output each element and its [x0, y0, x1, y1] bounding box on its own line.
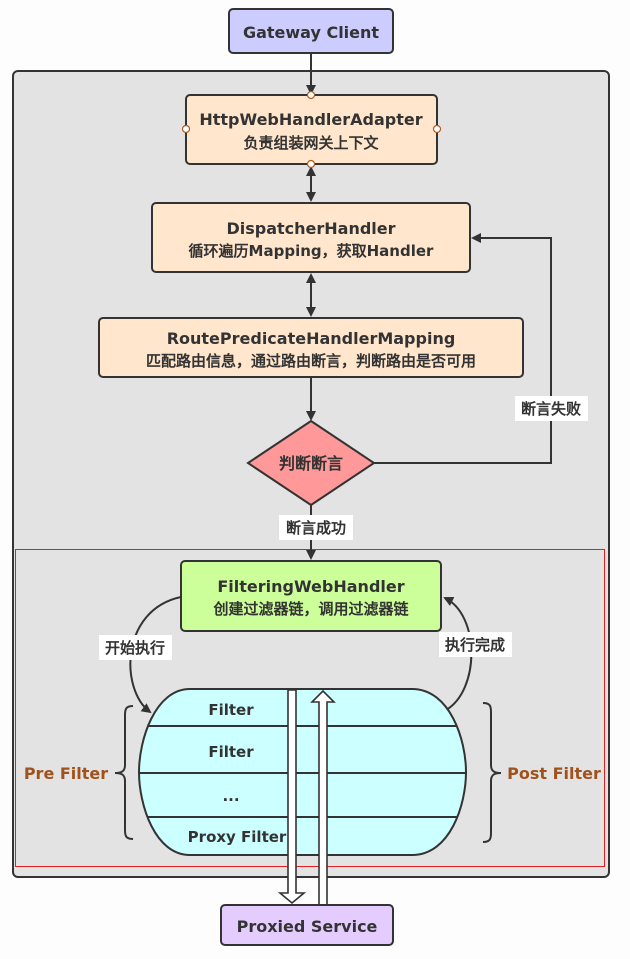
route-mapping-title: RoutePredicateHandlerMapping: [167, 329, 456, 348]
connection-point-left: [181, 124, 191, 134]
route-mapping-subtitle: 匹配路由信息，通过路由断言，判断路由是否可用: [146, 352, 476, 370]
gateway-client-label: Gateway Client: [243, 23, 379, 42]
filter-chain: Filter Filter ... Proxy Filter: [137, 688, 468, 856]
response-flow-arrow: [310, 689, 336, 906]
post-filter-label: Post Filter: [507, 764, 601, 783]
decision-label: 判断断言: [279, 454, 343, 473]
proxied-service-label: Proxied Service: [237, 917, 378, 936]
edge-label-exec-done: 执行完成: [439, 632, 512, 657]
node-filtering-web-handler[interactable]: FilteringWebHandler 创建过滤器链，调用过滤器链: [180, 560, 442, 632]
edge-label-assert-success: 断言成功: [279, 515, 353, 540]
http-adapter-subtitle: 负责组装网关上下文: [243, 134, 379, 152]
edge-label-start-exec: 开始执行: [99, 635, 172, 660]
dispatcher-title: DispatcherHandler: [226, 219, 395, 238]
node-route-predicate-handler-mapping[interactable]: RoutePredicateHandlerMapping 匹配路由信息，通过路由…: [98, 317, 524, 378]
request-flow-arrow: [277, 689, 307, 905]
node-http-web-handler-adapter[interactable]: HttpWebHandlerAdapter 负责组装网关上下文: [181, 90, 442, 169]
node-gateway-client[interactable]: Gateway Client: [228, 8, 394, 54]
connection-point-right: [432, 124, 442, 134]
svg-text:执行完成: 执行完成: [445, 636, 505, 654]
node-decision[interactable]: 判断断言: [246, 419, 376, 507]
filter-item: Proxy Filter: [188, 828, 287, 846]
svg-text:断言成功: 断言成功: [286, 519, 346, 537]
node-dispatcher-handler[interactable]: DispatcherHandler 循环遍历Mapping，获取Handler: [151, 202, 471, 273]
node-proxied-service[interactable]: Proxied Service: [220, 904, 394, 946]
filtering-handler-title: FilteringWebHandler: [217, 577, 404, 596]
filter-item: Filter: [208, 743, 254, 761]
svg-text:断言失败: 断言失败: [521, 400, 581, 418]
connection-point-bottom: [306, 159, 316, 169]
connection-point-top: [306, 90, 316, 100]
filter-item: Filter: [208, 701, 254, 719]
pre-filter-label: Pre Filter: [24, 764, 108, 783]
edge-assert-fail: [374, 233, 552, 464]
dispatcher-subtitle: 循环遍历Mapping，获取Handler: [189, 242, 434, 260]
edge-label-assert-fail: 断言失败: [515, 396, 588, 421]
svg-text:开始执行: 开始执行: [105, 639, 165, 657]
post-filter-brace: [482, 702, 502, 843]
filtering-handler-subtitle: 创建过滤器链，调用过滤器链: [212, 600, 409, 618]
pre-filter-brace: [114, 705, 134, 840]
http-adapter-title: HttpWebHandlerAdapter: [199, 110, 422, 129]
filter-item: ...: [222, 787, 239, 805]
